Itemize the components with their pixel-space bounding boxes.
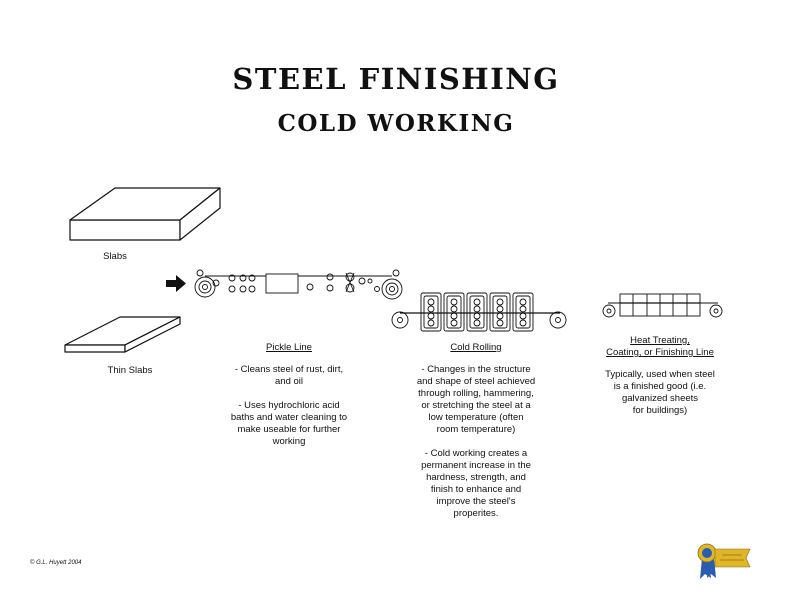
award-ribbon-icon bbox=[697, 543, 751, 579]
thin-slabs-label: Thin Slabs bbox=[107, 365, 153, 376]
finishing-line-illustration bbox=[602, 293, 723, 318]
finishing-line-heading-2: Coating, or Finishing Line bbox=[606, 347, 714, 358]
thin-slab-illustration bbox=[64, 316, 181, 353]
finishing-line-description: Typically, used when steel is a finished… bbox=[605, 369, 715, 416]
slab-illustration bbox=[69, 187, 221, 241]
pickle-line-description: - Cleans steel of rust, dirt, and oil - … bbox=[230, 364, 348, 447]
page-subtitle: COLD WORKING bbox=[277, 110, 515, 137]
cold-rolling-illustration bbox=[391, 292, 567, 332]
finishing-line-heading-1: Heat Treating, bbox=[630, 335, 690, 346]
cold-rolling-description: - Changes in the structure and shape of … bbox=[416, 364, 536, 519]
copyright-note: © G.L. Huyett 2004 bbox=[30, 560, 82, 566]
cold-rolling-heading: Cold Rolling bbox=[450, 342, 502, 353]
pickle-line-illustration bbox=[194, 269, 403, 300]
pickle-line-heading: Pickle Line bbox=[266, 342, 312, 353]
process-arrow-icon bbox=[166, 275, 186, 292]
page-title: STEEL FINISHING bbox=[232, 62, 560, 96]
slabs-label: Slabs bbox=[103, 251, 127, 262]
